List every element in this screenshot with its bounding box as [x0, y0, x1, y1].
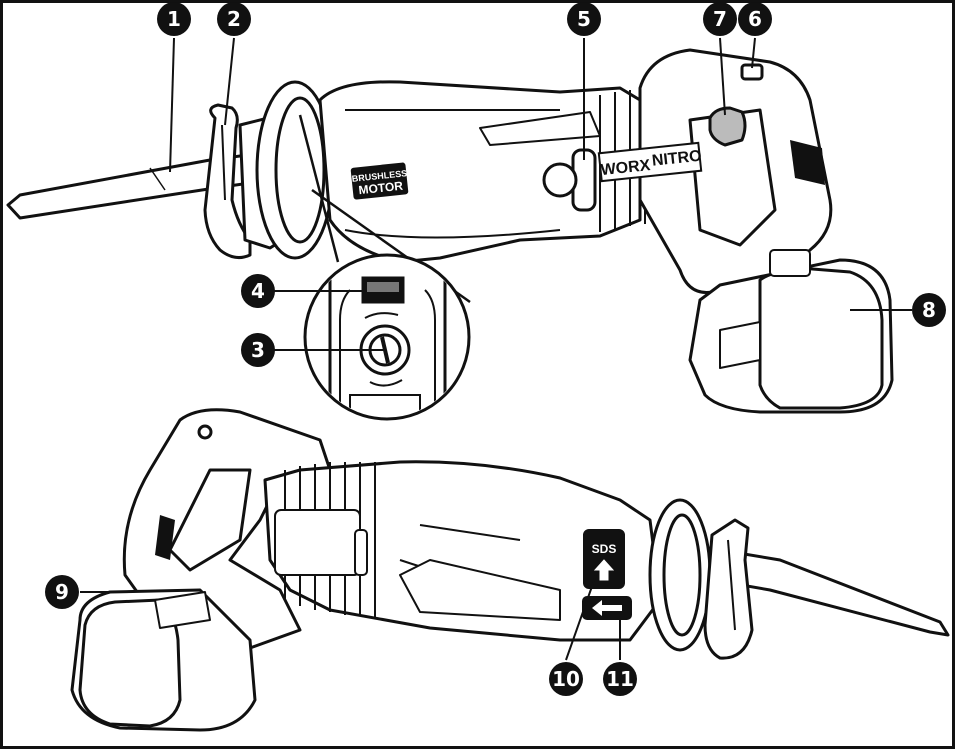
- left-arrow-icon: [592, 600, 622, 616]
- bottom-shoe: [703, 518, 754, 660]
- callout-5: 5: [567, 2, 601, 36]
- blade-clamp-detail: [303, 253, 471, 421]
- brand-band: WORX NITRO: [597, 141, 702, 183]
- brushless-motor-badge: BRUSHLESS MOTOR: [350, 162, 409, 200]
- callout-9: 9: [45, 575, 79, 609]
- sds-release-lever: [582, 596, 632, 620]
- callout-10: 10: [549, 662, 583, 696]
- callout-6-label: 6: [748, 7, 762, 31]
- callout-1: 1: [157, 2, 191, 36]
- callout-8-label: 8: [922, 298, 936, 322]
- up-arrow-icon: [593, 559, 615, 581]
- callout-8: 8: [912, 293, 946, 327]
- callout-5-label: 5: [577, 7, 591, 31]
- sds-button: SDS: [583, 529, 625, 589]
- callout-4-label: 4: [251, 279, 265, 303]
- series-label: NITRO: [651, 148, 702, 170]
- bottom-saw: [70, 408, 950, 732]
- callout-11: 11: [603, 662, 637, 696]
- callout-10-label: 10: [552, 667, 580, 691]
- callout-7: 7: [703, 2, 737, 36]
- bottom-motor-housing: [263, 460, 662, 642]
- callout-2: 2: [217, 2, 251, 36]
- callout-6: 6: [738, 2, 772, 36]
- brand-label: WORX: [600, 157, 652, 179]
- callout-leaders: [80, 37, 912, 661]
- callout-9-label: 9: [55, 580, 69, 604]
- callout-7-label: 7: [713, 7, 727, 31]
- callout-1-label: 1: [167, 7, 181, 31]
- callout-2-label: 2: [227, 7, 241, 31]
- top-shoe: [203, 103, 252, 260]
- callout-11-label: 11: [606, 667, 634, 691]
- callout-4: 4: [241, 274, 275, 308]
- callout-3-label: 3: [251, 338, 265, 362]
- top-trigger: [708, 106, 747, 147]
- callout-3: 3: [241, 333, 275, 367]
- badge-line2: MOTOR: [358, 179, 404, 198]
- top-saw: [6, 48, 894, 414]
- sds-label: SDS: [592, 542, 617, 556]
